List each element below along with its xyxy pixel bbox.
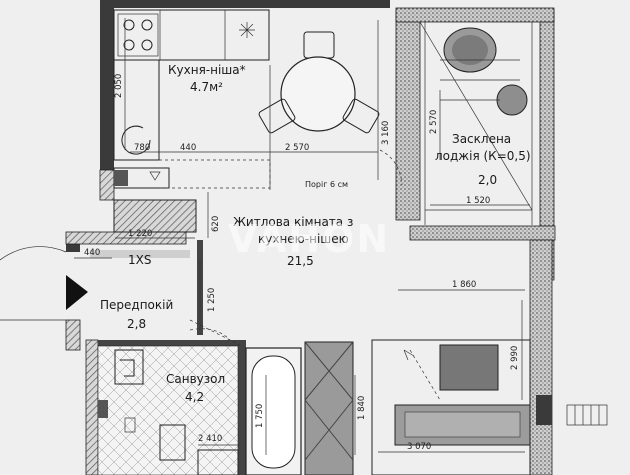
- shower-icon: [98, 400, 136, 433]
- dim-1750: 1 750: [255, 404, 265, 428]
- dim-3070: 3 070: [407, 442, 431, 452]
- dim-440-top: 440: [180, 143, 196, 153]
- sofa-icon: [394, 404, 531, 446]
- dim-2570-loggia: 2 570: [429, 110, 439, 134]
- dim-2050: 2 050: [114, 74, 124, 98]
- dim-620: 620: [211, 216, 221, 232]
- kitchen-name: Кухня-ніша*: [168, 63, 246, 77]
- sink-icon: [239, 22, 255, 38]
- loggia-name-line1: Засклена: [452, 132, 511, 146]
- dim-1250: 1 250: [207, 288, 217, 312]
- dim-2410: 2 410: [198, 434, 222, 444]
- bathroom-area: 4,2: [185, 390, 204, 404]
- dim-440-hall: 440: [84, 248, 100, 258]
- dim-3160: 3 160: [381, 121, 391, 145]
- threshold-label: Поріг 6 см: [305, 180, 348, 189]
- bathtub-icon: [245, 347, 302, 475]
- kitchen-counter: [113, 9, 270, 189]
- closet-label: 1XS: [128, 253, 151, 267]
- entrance-arrow-icon: [66, 275, 88, 310]
- bathroom-name: Санвузол: [166, 372, 225, 386]
- entrance-door: [0, 246, 67, 321]
- dim-1840: 1 840: [357, 396, 367, 420]
- wardrobe: [304, 341, 354, 475]
- hallway-area: 2,8: [127, 317, 146, 331]
- stove-icon: [117, 13, 159, 57]
- loggia-area: 2,0: [478, 173, 497, 187]
- dim-780: 780: [134, 143, 150, 153]
- loggia-name-line2: лоджія (К=0,5): [435, 149, 531, 163]
- dim-1860: 1 860: [452, 280, 476, 290]
- dining-table-icon: [258, 31, 380, 134]
- dim-2570-living: 2 570: [285, 143, 309, 153]
- radiator-icon: [566, 404, 608, 426]
- dimension-lines: [74, 18, 530, 455]
- dim-2990: 2 990: [510, 346, 520, 370]
- living-area: 21,5: [287, 254, 314, 268]
- dim-1220: 1 220: [128, 229, 152, 239]
- toilet-icon: [114, 349, 144, 385]
- kitchen-area: 4.7м²: [190, 80, 223, 94]
- living-name-line2: кухнею-нішею: [258, 232, 349, 246]
- watermark: VAHON: [228, 217, 390, 261]
- hallway-name: Передпокій: [100, 298, 173, 312]
- armchair-icon: [443, 27, 528, 116]
- walls: [65, 0, 556, 475]
- dim-1520: 1 520: [466, 196, 490, 206]
- living-name-line1: Житлова кімната з: [233, 215, 353, 229]
